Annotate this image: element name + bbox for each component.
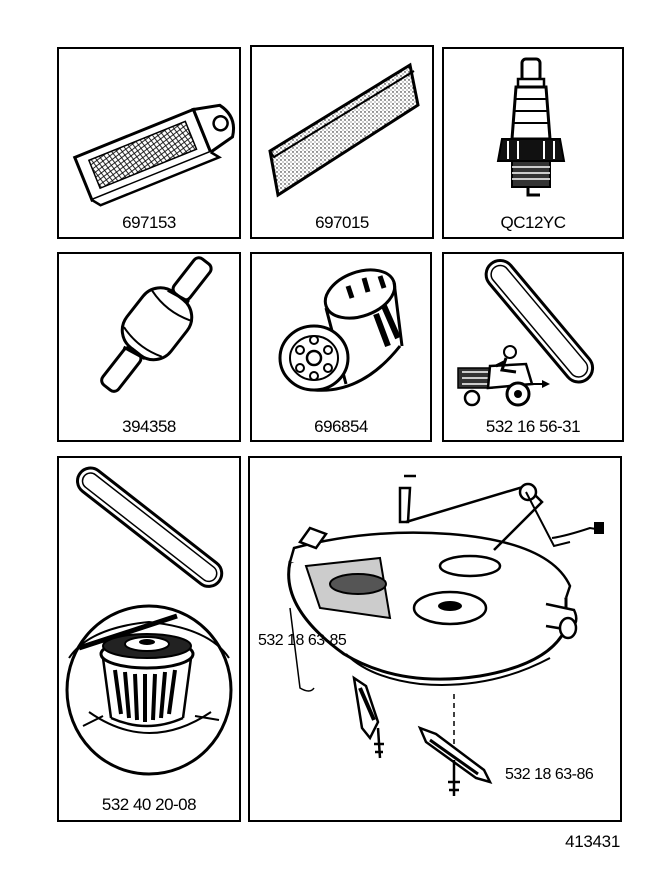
part-number-drive-belt: 532 16 56-31 bbox=[485, 417, 581, 436]
panel-pre-filter: 697015 bbox=[250, 45, 434, 239]
panel-mower-belt-pulley: 532 40 20-08 bbox=[57, 456, 241, 822]
pre-filter-icon bbox=[268, 62, 420, 198]
part-number-pre-filter: 697015 bbox=[315, 213, 369, 232]
part-number-oil-filter: 696854 bbox=[314, 417, 368, 436]
panel-drive-belt: 532 16 56-31 bbox=[442, 252, 624, 442]
panel-mower-deck: 532 18 63-85 532 18 63-86 bbox=[248, 456, 622, 822]
air-filter-icon bbox=[72, 103, 236, 207]
tractor-icon bbox=[457, 345, 550, 407]
drive-belt-icon bbox=[457, 259, 595, 407]
blade-part-number-85: 532 18 63-85 bbox=[258, 632, 347, 649]
panel-oil-filter: 696854 bbox=[250, 252, 432, 442]
spark-plug-icon bbox=[496, 57, 566, 197]
part-number-belt-pulley: 532 40 20-08 bbox=[101, 795, 197, 814]
part-number-air-filter: 697153 bbox=[122, 213, 176, 232]
oil-filter-icon bbox=[278, 268, 404, 392]
belt-pulley-icon bbox=[65, 466, 233, 776]
fuel-filter-icon bbox=[100, 256, 213, 393]
part-number-fuel-filter: 394358 bbox=[122, 417, 176, 436]
mower-deck-icon bbox=[287, 474, 604, 796]
panel-air-filter: 697153 bbox=[57, 47, 241, 239]
part-number-spark-plug: QC12YC bbox=[500, 213, 566, 232]
panel-spark-plug: QC12YC bbox=[442, 47, 624, 239]
document-number: 413431 bbox=[565, 832, 620, 851]
panel-fuel-filter: 394358 bbox=[57, 252, 241, 442]
blade-part-number-86: 532 18 63-86 bbox=[505, 766, 594, 783]
